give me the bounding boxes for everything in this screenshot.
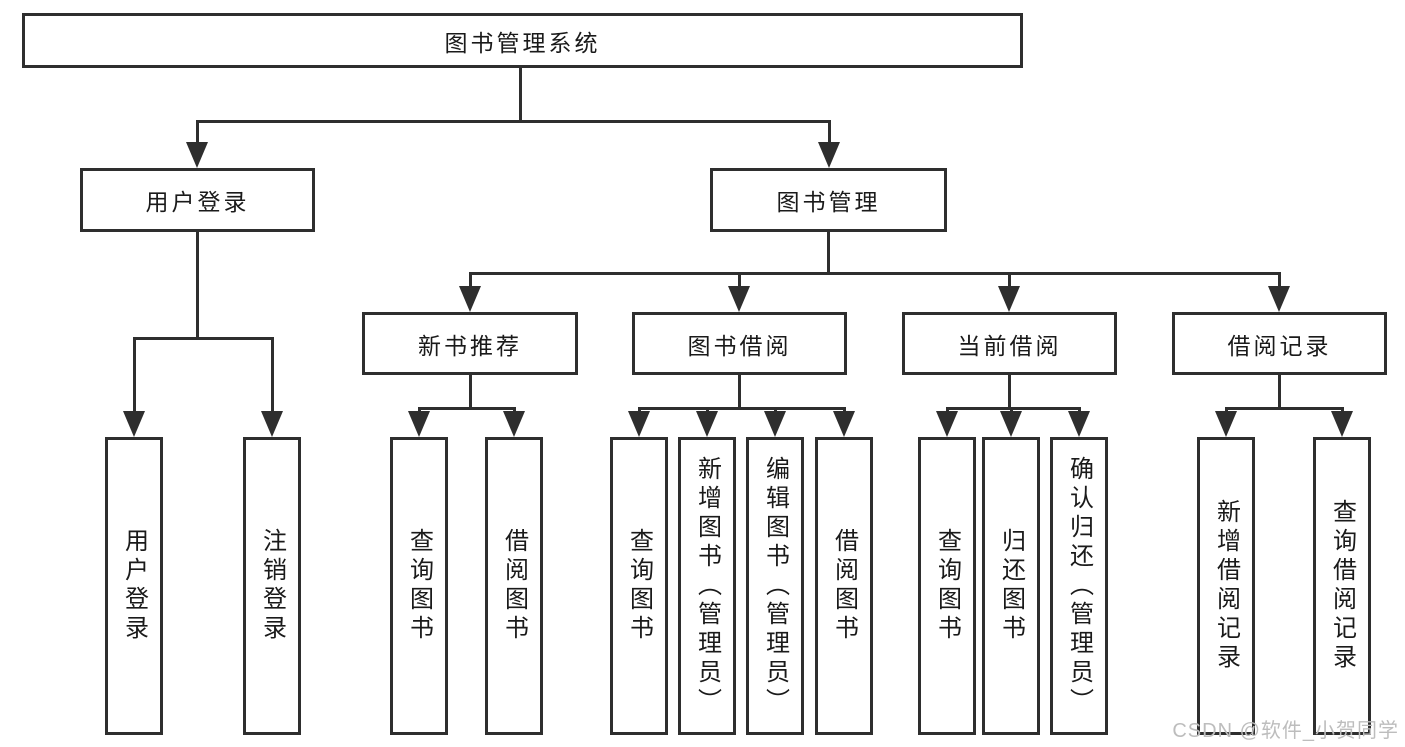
connector-root-stem <box>519 68 522 120</box>
node-query-books-current-label: 查询图书 <box>933 528 961 644</box>
node-query-books-current: 查询图书 <box>918 437 976 735</box>
connector-user-login-branch <box>133 337 274 340</box>
node-book-management: 图书管理 <box>710 168 947 232</box>
arrow-down-login <box>123 411 145 437</box>
arrow-down-new-book-recommend <box>459 286 481 312</box>
node-root: 图书管理系统 <box>22 13 1023 68</box>
node-query-books-newrec: 查询图书 <box>390 437 448 735</box>
node-confirm-return-admin-label: 确认归还（管理员） <box>1065 455 1093 717</box>
arrow-down-add-borrow-record <box>1215 411 1237 437</box>
connector-borrowing-records-down <box>1278 375 1281 407</box>
node-book-borrowing-label: 图书借阅 <box>687 332 792 359</box>
node-return-books: 归还图书 <box>982 437 1040 735</box>
connector-book-management-stem <box>828 120 831 150</box>
connector-book-borrowing-down <box>738 375 741 407</box>
node-borrow-books-newrec: 借阅图书 <box>485 437 543 735</box>
connector-current-borrowing-down <box>1008 375 1011 407</box>
node-borrowing-records: 借阅记录 <box>1172 312 1387 375</box>
node-confirm-return-admin: 确认归还（管理员） <box>1050 437 1108 735</box>
connector-new-book-down <box>469 375 472 407</box>
node-new-book-recommend-label: 新书推荐 <box>418 332 522 359</box>
node-borrow-books-borrowing-label: 借阅图书 <box>830 528 858 644</box>
arrow-down-query-books-3 <box>936 411 958 437</box>
arrow-down-return-books <box>1000 411 1022 437</box>
connector-new-book-stem <box>469 272 472 290</box>
node-query-books-borrowing-label: 查询图书 <box>625 528 653 644</box>
connector-book-management-branch <box>469 272 1281 275</box>
node-user-login: 用户登录 <box>80 168 315 232</box>
connector-logout-stem <box>271 337 274 415</box>
arrow-down-confirm-return <box>1068 411 1090 437</box>
connector-root-branch <box>196 120 831 123</box>
connector-user-login-stem <box>196 120 199 150</box>
connector-borrowing-records-branch <box>1225 407 1343 410</box>
node-borrowing-records-label: 借阅记录 <box>1227 332 1332 359</box>
arrow-down-book-management <box>818 142 840 168</box>
node-user-login-label: 用户登录 <box>145 189 250 215</box>
arrow-down-logout <box>261 411 283 437</box>
node-book-borrowing: 图书借阅 <box>632 312 847 375</box>
node-logout: 注销登录 <box>243 437 301 735</box>
connector-book-borrowing-stem <box>738 272 741 290</box>
connector-new-book-branch <box>418 407 516 410</box>
node-add-borrow-record-label: 新增借阅记录 <box>1212 499 1240 673</box>
arrow-down-add-books <box>696 411 718 437</box>
node-query-books-newrec-label: 查询图书 <box>405 528 433 644</box>
connector-book-borrowing-branch <box>638 407 845 410</box>
node-query-books-borrowing: 查询图书 <box>610 437 668 735</box>
node-edit-books-admin: 编辑图书（管理员） <box>746 437 804 735</box>
node-new-book-recommend: 新书推荐 <box>362 312 578 375</box>
arrow-down-edit-books <box>764 411 786 437</box>
connector-current-borrowing-branch <box>946 407 1080 410</box>
node-current-borrowing: 当前借阅 <box>902 312 1117 375</box>
connector-user-login-down <box>196 232 199 337</box>
arrow-down-borrow-books-2 <box>833 411 855 437</box>
node-edit-books-admin-label: 编辑图书（管理员） <box>761 455 789 717</box>
arrow-down-borrowing-records <box>1268 286 1290 312</box>
connector-login-stem <box>133 337 136 415</box>
connector-current-borrowing-stem <box>1008 272 1011 290</box>
arrow-down-current-borrowing <box>998 286 1020 312</box>
arrow-down-query-books-2 <box>628 411 650 437</box>
node-logout-label: 注销登录 <box>258 528 286 644</box>
node-borrow-books-newrec-label: 借阅图书 <box>500 528 528 644</box>
node-login-label: 用户登录 <box>120 528 148 644</box>
node-current-borrowing-label: 当前借阅 <box>957 332 1062 359</box>
node-add-books-admin-label: 新增图书（管理员） <box>693 455 721 717</box>
node-query-borrow-record-label: 查询借阅记录 <box>1328 499 1356 673</box>
arrow-down-query-books-1 <box>408 411 430 437</box>
node-return-books-label: 归还图书 <box>997 528 1025 644</box>
arrow-down-borrow-books-1 <box>503 411 525 437</box>
watermark: CSDN @软件_小贺同学 <box>1172 720 1399 742</box>
arrow-down-user-login <box>186 142 208 168</box>
node-book-management-label: 图书管理 <box>776 189 881 215</box>
node-root-label: 图书管理系统 <box>444 29 601 56</box>
arrow-down-query-borrow-record <box>1331 411 1353 437</box>
node-query-borrow-record: 查询借阅记录 <box>1313 437 1371 735</box>
node-add-borrow-record: 新增借阅记录 <box>1197 437 1255 735</box>
arrow-down-book-borrowing <box>728 286 750 312</box>
connector-borrowing-records-stem <box>1278 272 1281 290</box>
connector-book-management-down <box>827 232 830 272</box>
node-add-books-admin: 新增图书（管理员） <box>678 437 736 735</box>
node-login: 用户登录 <box>105 437 163 735</box>
node-borrow-books-borrowing: 借阅图书 <box>815 437 873 735</box>
